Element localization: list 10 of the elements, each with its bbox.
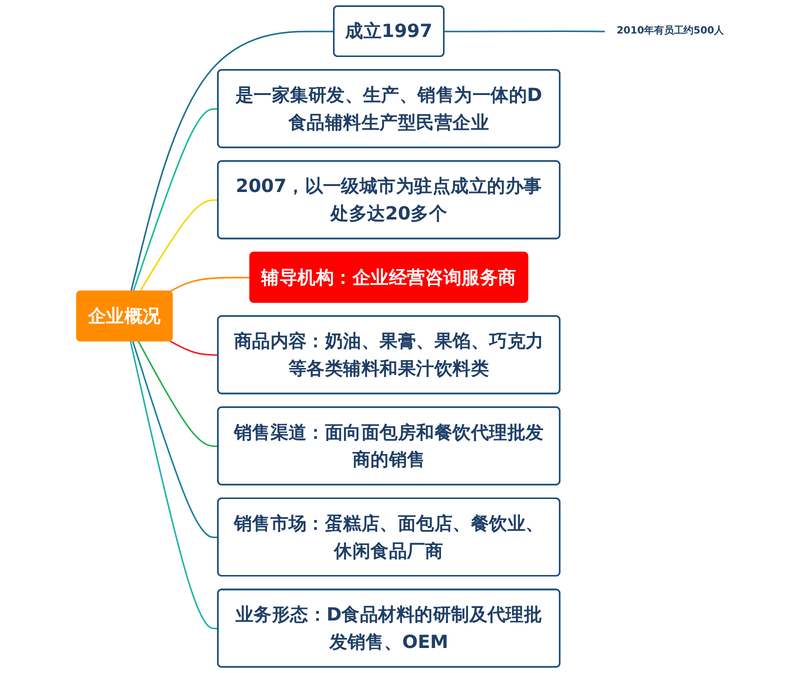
connector [132,108,218,292]
connector [138,341,218,448]
connector [130,341,218,630]
connector [139,199,218,292]
connector [132,341,218,538]
connector [130,30,334,292]
connector [444,30,606,32]
connector [170,276,250,292]
node-text: 2010年有员工约500人 [616,25,724,37]
connector [170,340,218,356]
